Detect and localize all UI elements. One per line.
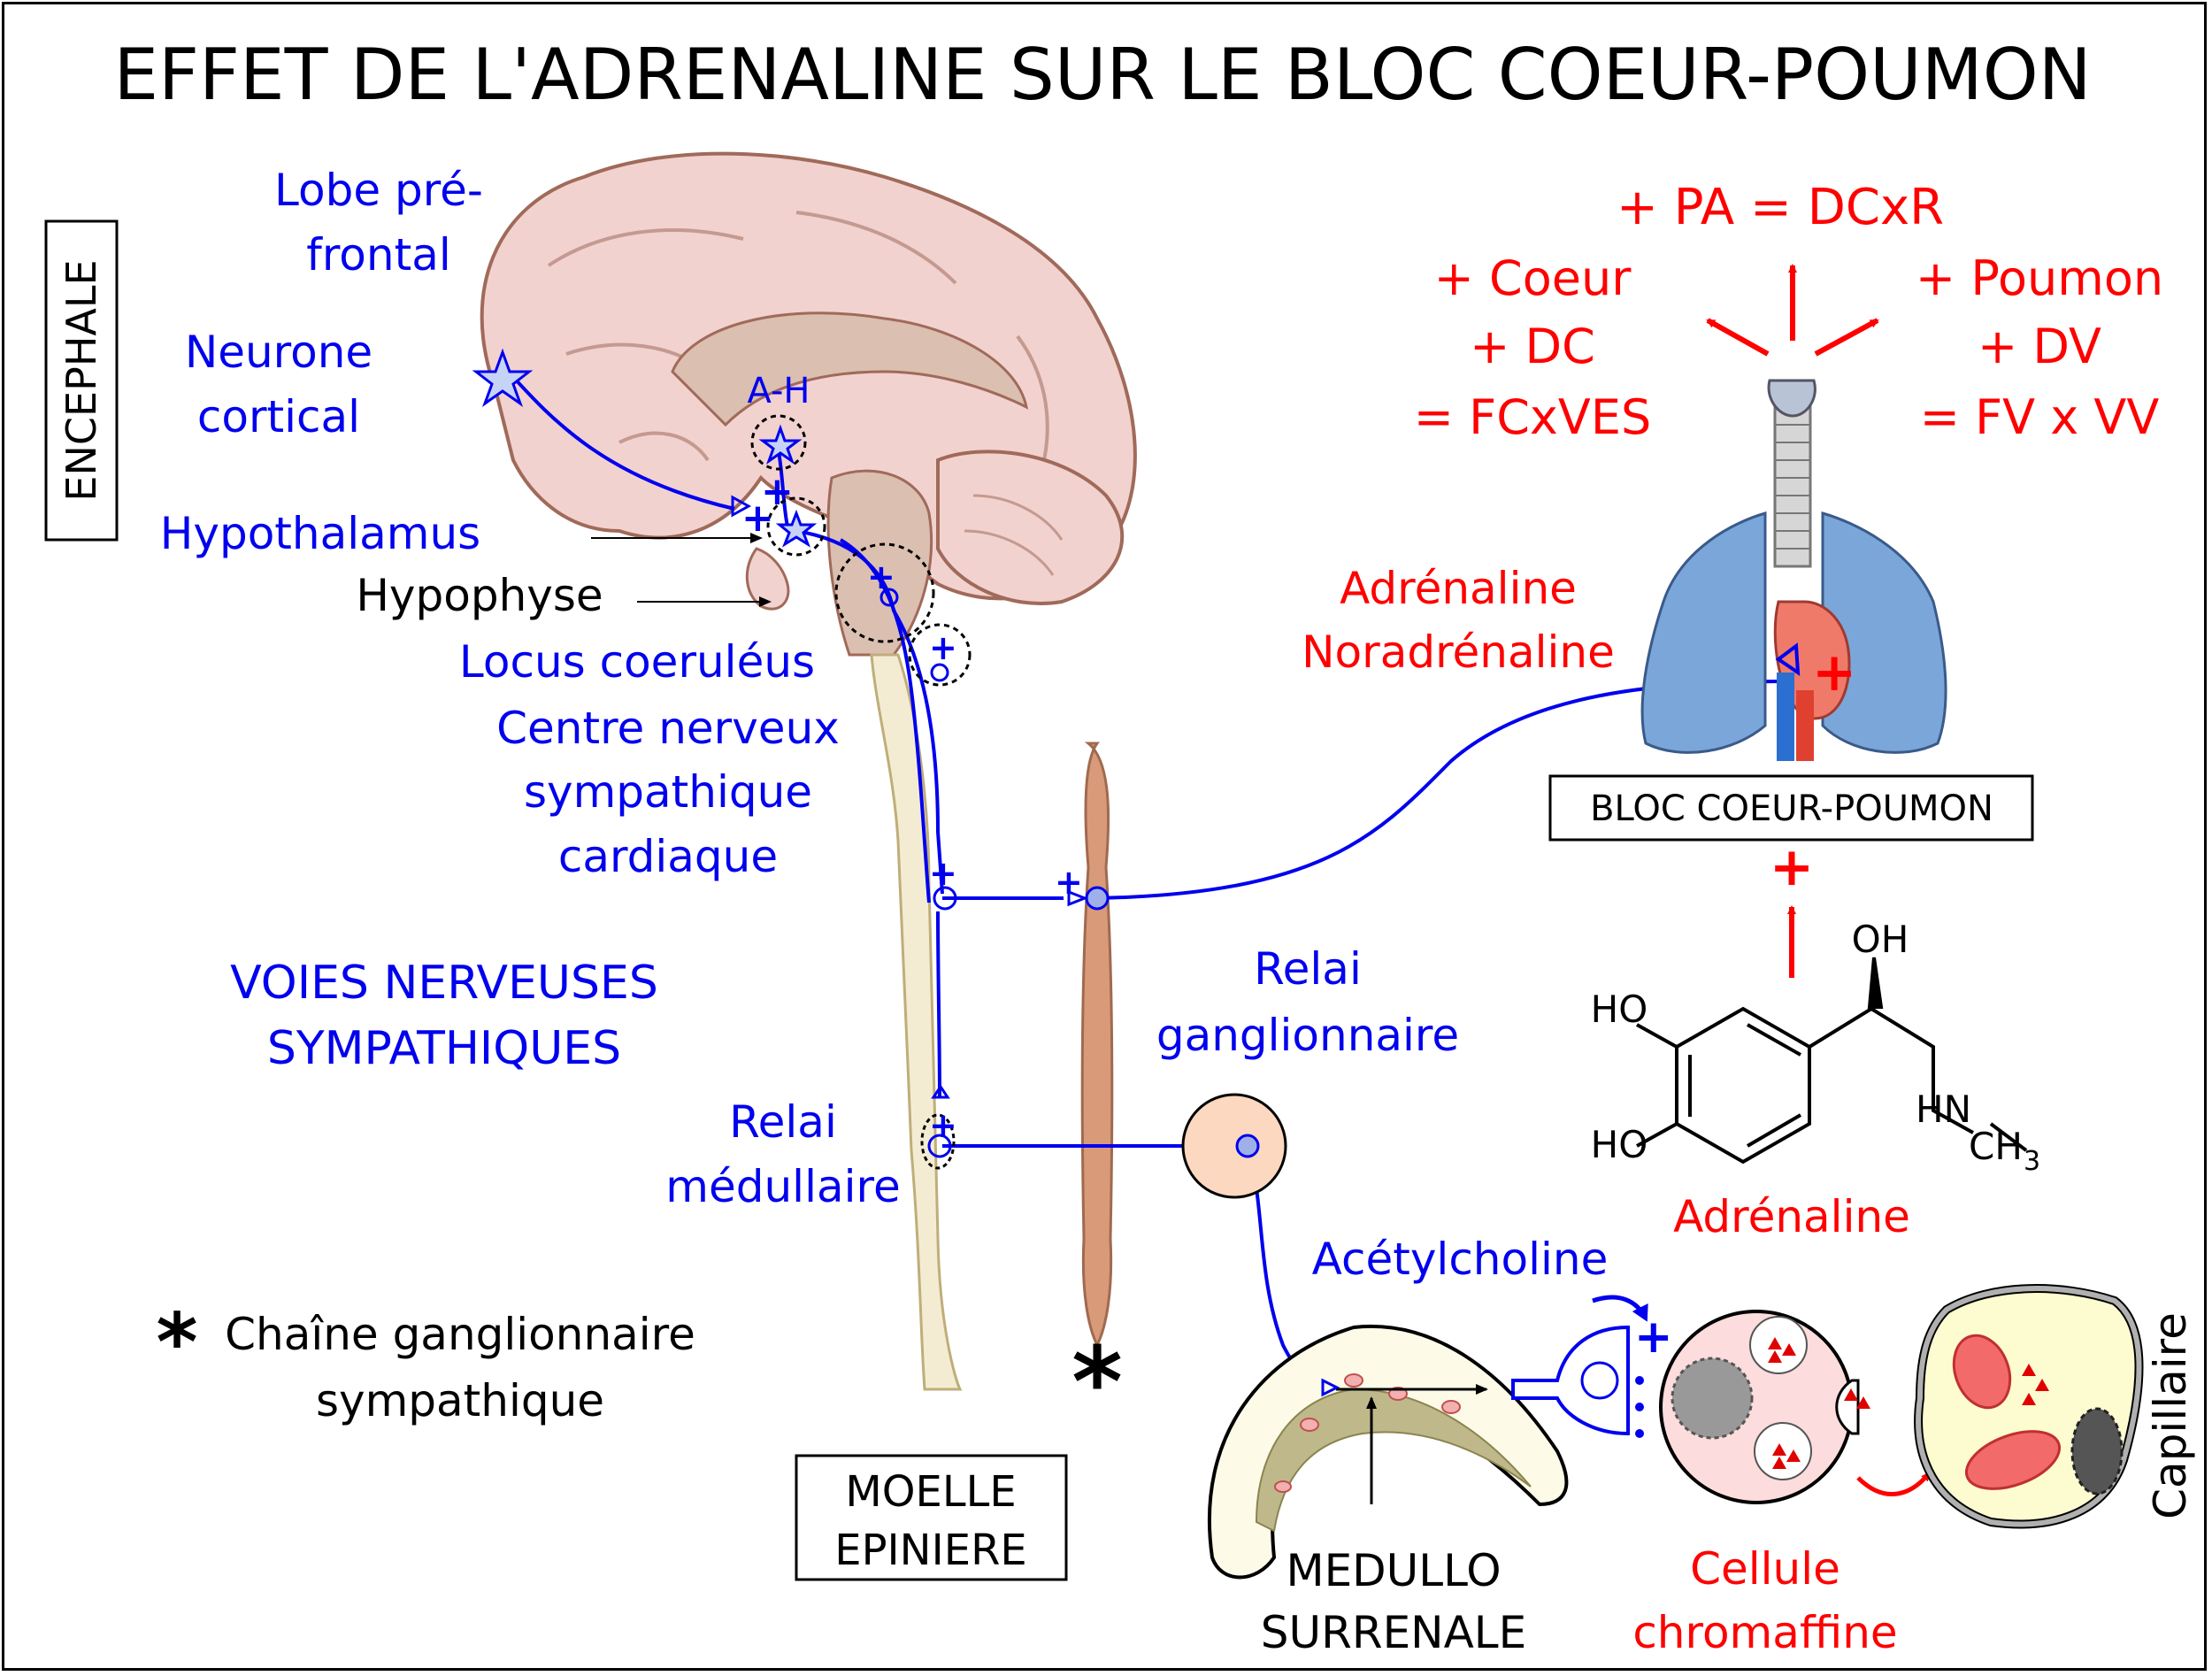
acetyl-label: Acétylcholine — [1312, 1234, 1609, 1285]
svg-text:+: + — [929, 854, 957, 893]
molecule-labels: OH HO HO HN CH 3 — [1591, 918, 2040, 1177]
svg-text:+: + — [1634, 1311, 1673, 1364]
svg-text:+: + — [1770, 836, 1814, 898]
pointer-lines — [591, 533, 772, 607]
relai-med1-label: Relai — [729, 1096, 837, 1148]
spinal-cord — [870, 653, 963, 1391]
brain — [480, 151, 1137, 657]
poumon2-label: + DV — [1978, 319, 2101, 374]
relai-gang1-label: Relai — [1254, 943, 1362, 995]
chaine1-label: Chaîne ganglionnaire — [225, 1309, 695, 1360]
svg-text:+: + — [1055, 863, 1083, 902]
neuron-markers — [472, 348, 1110, 1170]
chaine2-label: sympathique — [316, 1375, 604, 1426]
lobe-frontal-label: frontal — [306, 229, 450, 281]
relai-ganglion-circle — [1181, 1093, 1287, 1199]
poumon1-label: + Poumon — [1916, 250, 2163, 306]
ganglion-neuron — [1235, 1134, 1260, 1158]
effect-labels: Adrénaline Noradrénaline + PA = DCxR + C… — [1302, 179, 2163, 678]
neurone-label: Neurone — [185, 327, 373, 378]
moelle2-label: EPINIERE — [834, 1526, 1027, 1575]
medullo1-label: MEDULLO — [1286, 1545, 1501, 1596]
adrenaline-mol-label: Adrénaline — [1673, 1191, 1910, 1242]
voies1-label: VOIES NERVEUSES — [230, 957, 658, 1010]
cortical-label: cortical — [197, 391, 360, 442]
synapse: Acétylcholine + — [1312, 1234, 1673, 1438]
bloc-box: BLOC COEUR-POUMON — [1548, 774, 2034, 842]
medullo2-label: SURRENALE — [1261, 1607, 1526, 1658]
sympathetic-chain — [1080, 742, 1114, 1349]
locus-label: Locus coeruléus — [459, 636, 815, 688]
svg-text:+: + — [761, 469, 794, 514]
centre1-label: Centre nerveux — [496, 703, 840, 754]
capillaire-label: Capillaire — [2145, 1312, 2196, 1519]
svg-text:+: + — [1812, 642, 1856, 703]
svg-text:+: + — [741, 496, 774, 541]
svg-text:HO: HO — [1591, 1123, 1648, 1166]
svg-text:+: + — [929, 1106, 957, 1145]
encephale-label: ENCEPHALE — [58, 259, 105, 501]
svg-text:+: + — [867, 557, 895, 596]
pa-label: + PA = DCxR — [1617, 179, 1944, 236]
red-arrow-to-bloc: + — [1770, 836, 1814, 978]
svg-text:3: 3 — [2024, 1146, 2040, 1177]
effect-arrows — [1706, 264, 1879, 357]
poumon3-label: = FV x VV — [1920, 389, 2160, 445]
adrenaline-molecule — [1636, 957, 2028, 1165]
adrenaline-bloc-label: Adrénaline — [1340, 563, 1577, 614]
cellule2-label: chromaffine — [1632, 1607, 1897, 1658]
left-labels: Lobe pré- frontal Neurone cortical A-H H… — [156, 165, 1459, 1426]
medullo-surrenale: MEDULLO SURRENALE — [1207, 1324, 1569, 1658]
coeur1-label: + Coeur — [1434, 250, 1632, 306]
centre3-label: cardiaque — [558, 831, 778, 882]
chain-star: * — [1071, 1326, 1123, 1439]
svg-text:CH: CH — [1969, 1125, 2023, 1168]
bloc-label: BLOC COEUR-POUMON — [1590, 788, 1993, 829]
lobe-pre-label: Lobe pré- — [274, 165, 483, 216]
title: EFFET DE L'ADRENALINE SUR LE BLOC COEUR-… — [113, 34, 2091, 116]
svg-text:HN: HN — [1916, 1088, 1971, 1131]
cellule1-label: Cellule — [1690, 1543, 1840, 1595]
moelle-box: MOELLE EPINIERE — [795, 1454, 1068, 1581]
svg-text:OH: OH — [1852, 918, 1909, 961]
ah-label: A-H — [748, 371, 810, 411]
hypophyse-label: Hypophyse — [356, 570, 603, 621]
coeur3-label: = FCxVES — [1414, 389, 1651, 445]
relai-gang2-label: ganglionnaire — [1156, 1010, 1459, 1061]
heart-lung: + — [1640, 379, 1947, 761]
voies2-label: SYMPATHIQUES — [267, 1022, 621, 1075]
hypothalamus-label: Hypothalamus — [160, 508, 480, 559]
svg-text:HO: HO — [1591, 988, 1648, 1031]
relai-med2-label: médullaire — [665, 1161, 900, 1212]
svg-text:+: + — [929, 628, 957, 667]
encephale-box: ENCEPHALE — [44, 219, 119, 542]
noradrenaline-label: Noradrénaline — [1302, 627, 1615, 678]
coeur2-label: + DC — [1470, 319, 1595, 374]
chromaffin-cell: Cellule chromaffine — [1632, 1310, 1931, 1658]
chain-legend-star: * — [156, 1296, 197, 1389]
centre2-label: sympathique — [524, 766, 812, 818]
moelle1-label: MOELLE — [845, 1467, 1016, 1517]
capillary: Capillaire — [1914, 1284, 2196, 1529]
